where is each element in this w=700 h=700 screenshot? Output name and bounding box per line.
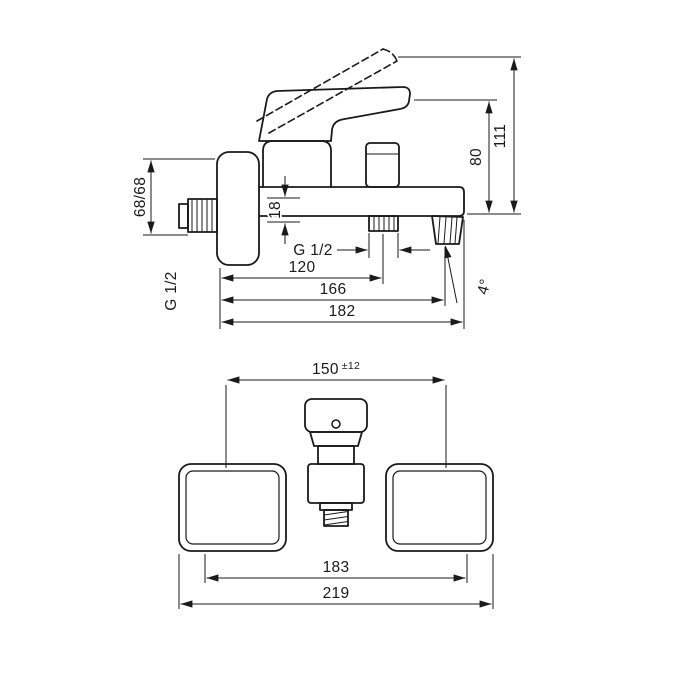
dim-183-label: 183 — [323, 559, 350, 576]
dim-80-label: 80 — [468, 148, 485, 166]
dim-183: 183 — [204, 554, 468, 583]
outlet-union — [319, 502, 353, 527]
handle-screw — [331, 419, 341, 429]
supply-pipe — [178, 198, 218, 233]
dim-18: 18 — [265, 176, 300, 244]
spout-thread-label: G 1/2 — [293, 242, 332, 259]
dim-166: 166 — [221, 247, 446, 306]
dim-spout-thread: G 1/2 — [292, 233, 430, 261]
right-bracket — [385, 463, 494, 552]
body-front — [307, 463, 365, 504]
dim-120-label: 120 — [289, 259, 316, 276]
wall-thread-label: G 1/2 — [163, 271, 180, 310]
faucet-front-outline — [178, 398, 494, 552]
angle-4deg-label: 4° — [474, 277, 494, 296]
faucet-side-outline — [178, 48, 465, 266]
left-bracket — [178, 463, 287, 552]
handle-front — [304, 398, 368, 433]
side-view: 111 80 68/68 G 1/2 18 — [130, 48, 521, 329]
dim-219: 219 — [178, 554, 494, 609]
dim-angle-4deg: 4° — [444, 245, 497, 304]
dim-219-label: 219 — [323, 585, 350, 602]
dim-68-68-label: 68/68 — [132, 177, 149, 217]
dim-111: 111 — [398, 56, 521, 215]
dim-18-label: 18 — [267, 201, 284, 219]
body-neck — [317, 445, 355, 465]
front-view: 150±12 183 219 — [178, 358, 494, 609]
diverter-knob — [365, 142, 400, 188]
handle-skirt — [309, 431, 363, 447]
mixer-body — [258, 186, 465, 217]
spout-connection — [368, 215, 399, 232]
dim-150-label: 150±12 — [312, 360, 360, 378]
dim-80: 80 — [414, 99, 497, 213]
wall-plate — [216, 151, 260, 266]
handle-raised-dashed — [256, 48, 398, 134]
dim-182-label: 182 — [329, 303, 356, 320]
dim-120: 120 — [219, 234, 384, 329]
dim-166-label: 166 — [320, 281, 347, 298]
cartridge-tower — [262, 140, 332, 188]
dim-182: 182 — [221, 220, 465, 329]
handle-lever — [258, 86, 411, 142]
dim-150: 150±12 — [225, 358, 447, 468]
dim-68-68: 68/68 — [130, 158, 215, 236]
dim-111-label: 111 — [492, 124, 509, 148]
shower-outlet — [431, 215, 464, 245]
